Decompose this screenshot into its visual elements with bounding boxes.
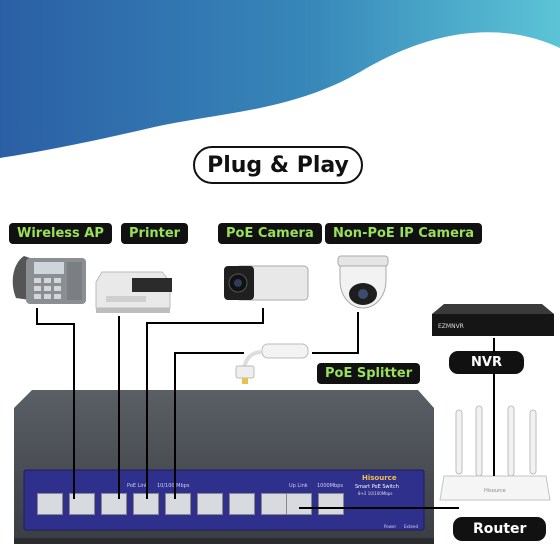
label-nvr: NVR [449,351,524,374]
switch-speed-label: 10/100 Mbps [157,483,190,489]
cable-poe-splitter [174,352,244,354]
cable-router [299,507,459,509]
cable-poe-camera [262,308,264,324]
ethernet-port[interactable] [69,493,95,515]
switch-spec: 8+2 10/100Mbps [358,491,393,496]
cable-non-poe-camera [312,352,359,354]
cable-wireless-ap [36,323,75,325]
ethernet-port[interactable] [229,493,255,515]
uplink-port[interactable] [318,493,344,515]
poe-splitter-device-icon [235,343,309,384]
poe-switch-device [14,390,434,544]
poe-port-group [37,493,287,515]
header-wave [0,0,560,158]
cable-wireless-ap [36,308,38,324]
switch-uplink-label: Up Link [289,483,308,489]
cable-printer [118,316,120,499]
switch-poe-link-label: PoE Link [127,483,148,489]
plug-and-play-title: Plug & Play [193,146,363,184]
cable-nvr [493,374,495,476]
phone-device-icon [12,256,86,304]
ethernet-port[interactable] [101,493,127,515]
label-printer: Printer [121,223,189,244]
router-device-icon: Hisource [439,405,551,501]
uplink-port[interactable] [286,493,312,515]
switch-power-label: Power [384,524,397,529]
ethernet-port[interactable] [261,493,287,515]
switch-uplink-speed: 1000Mbps [317,483,343,489]
switch-model: Smart PoE Switch [355,484,399,490]
ethernet-port[interactable] [37,493,63,515]
cable-poe-camera [146,322,264,324]
ethernet-port[interactable] [165,493,191,515]
label-router: Router [453,517,547,541]
switch-extend-label: Extend [404,524,418,529]
label-poe-camera: PoE Camera [218,223,322,244]
cable-non-poe-camera [357,312,359,354]
dome-camera-device-icon [337,255,389,309]
nvr-device-icon: EZMNVR [432,304,554,336]
cable-poe-splitter [174,352,176,499]
label-non-poe-ip-camera: Non-PoE IP Camera [325,223,483,244]
poe-camera-device-icon [224,265,309,301]
cable-wireless-ap [73,323,75,499]
uplink-port-group [286,493,344,515]
label-poe-splitter: PoE Splitter [317,363,421,384]
label-wireless-ap: Wireless AP [9,223,112,244]
switch-brand: Hisource [362,474,397,482]
printer-device-icon [95,271,172,313]
cable-nvr [493,338,495,352]
ethernet-port[interactable] [197,493,223,515]
router-brand-text: Hisource [484,488,506,494]
cable-poe-camera [146,322,148,499]
nvr-brand-text: EZMNVR [438,323,464,330]
